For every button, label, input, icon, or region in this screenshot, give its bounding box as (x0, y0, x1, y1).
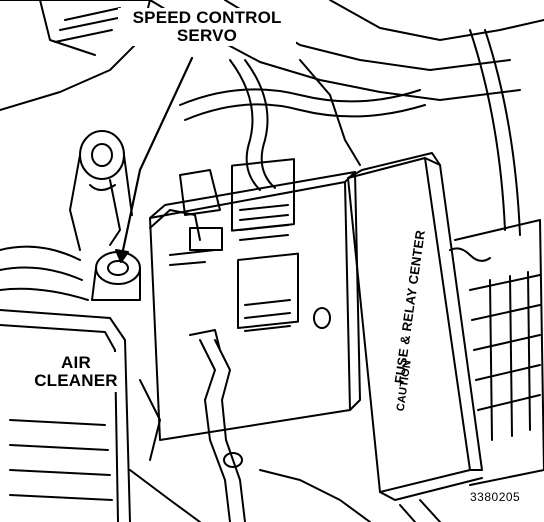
servo-callout-arrowhead (115, 249, 129, 263)
air-cleaner-label-line1: AIR (61, 353, 91, 372)
figure-number: 3380205 (470, 491, 540, 504)
air-cleaner-label-line2: CLEANER (34, 370, 118, 390)
lower-structure (129, 379, 441, 522)
figure-number-text: 3380205 (470, 490, 521, 504)
battery (149, 158, 361, 441)
strut-assembly (69, 130, 133, 251)
speed-control-servo-label: SPEED CONTROL SERVO (118, 8, 296, 46)
air-cleaner-label: AIR CLEANER (30, 352, 122, 392)
air-cleaner-housing (0, 245, 131, 522)
fuse-relay-center-box (347, 152, 483, 501)
speed-control-servo-label-line2: SERVO (176, 25, 238, 45)
harness-block (449, 219, 544, 486)
servo-callout-leader (120, 56, 194, 257)
speed-control-servo-label-line1: SPEED CONTROL (132, 8, 282, 27)
upper-hoses (179, 29, 521, 236)
battery-cable (189, 329, 246, 522)
